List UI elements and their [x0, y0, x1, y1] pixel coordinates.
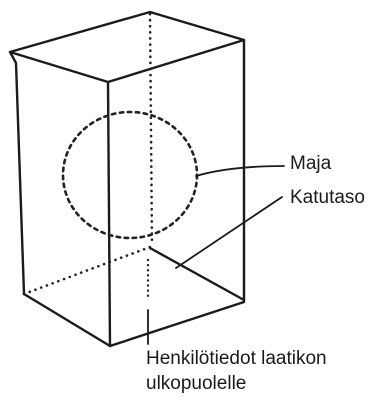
henkilotiedot-label-line1: Henkilötiedot laatikon — [146, 349, 327, 368]
hidden-back-vertical-edge — [150, 14, 152, 245]
hidden-back-bottom-edge — [24, 247, 150, 294]
left-face — [10, 52, 110, 346]
maja-leader-line — [196, 166, 284, 176]
maja-dashed-circle — [63, 112, 197, 238]
katutaso-leader-line — [176, 197, 282, 268]
maja-label: Maja — [290, 154, 331, 173]
katutaso-label: Katutaso — [290, 188, 365, 207]
floor-right-edge — [150, 248, 244, 300]
top-face — [10, 12, 244, 82]
henkilotiedot-label-line2: ulkopuolelle — [146, 374, 246, 393]
front-face — [108, 40, 244, 346]
